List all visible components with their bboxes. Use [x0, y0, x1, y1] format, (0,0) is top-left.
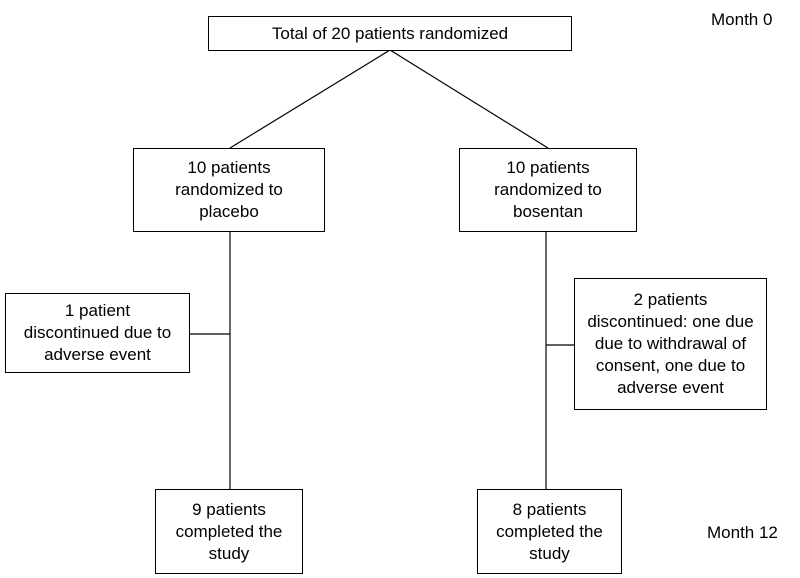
box-total-randomized-line: Total of 20 patients randomized — [271, 23, 509, 43]
box-bosentan-completed: 8 patients completed the study — [477, 489, 622, 574]
box-bosentan-discontinued-line: 2 patients — [633, 290, 708, 309]
box-placebo-completed-line: 9 patients — [192, 499, 266, 519]
box-bosentan-completed-line: 8 patients — [512, 499, 587, 519]
month-12-label: Month 12 — [707, 523, 778, 542]
connector-root-to-placebo — [229, 49, 391, 149]
box-placebo-completed: 9 patients completed the study — [155, 489, 303, 574]
box-bosentan-completed-line: completed the — [496, 521, 603, 541]
box-bosentan-completed-line: study — [529, 543, 570, 563]
box-placebo-arm-line: 10 patients — [187, 158, 271, 177]
box-placebo-discontinued-line: adverse event — [44, 345, 151, 364]
box-total-randomized: Total of 20 patients randomized — [208, 16, 572, 51]
box-placebo-completed-line: completed the — [175, 521, 283, 541]
box-bosentan-discontinued: 2 patients discontinued: one due due to … — [574, 278, 767, 410]
box-placebo-discontinued-line: discontinued due to — [23, 323, 172, 342]
box-bosentan-arm-line: randomized to — [494, 180, 602, 199]
box-placebo-arm-line: randomized to — [175, 180, 283, 199]
box-placebo-arm-line: placebo — [199, 202, 259, 221]
box-bosentan-discontinued-line: due to withdrawal of — [594, 334, 747, 353]
box-bosentan-arm-line: bosentan — [513, 202, 583, 221]
box-bosentan-arm-line: 10 patients — [506, 158, 590, 177]
month-0-label: Month 0 — [711, 10, 773, 29]
box-placebo-completed-line: study — [208, 543, 250, 563]
box-bosentan-discontinued-line: discontinued: one due — [587, 312, 754, 331]
box-bosentan-discontinued-line: adverse event — [617, 378, 724, 397]
box-placebo-discontinued-line: 1 patient — [64, 301, 131, 320]
box-placebo-discontinued: 1 patient discontinued due to adverse ev… — [5, 293, 190, 373]
box-bosentan-discontinued-line: consent, one due to — [595, 356, 746, 375]
connector-root-to-bosentan — [389, 49, 549, 149]
box-bosentan-arm: 10 patients randomized to bosentan — [459, 148, 637, 232]
box-placebo-arm: 10 patients randomized to placebo — [133, 148, 325, 232]
